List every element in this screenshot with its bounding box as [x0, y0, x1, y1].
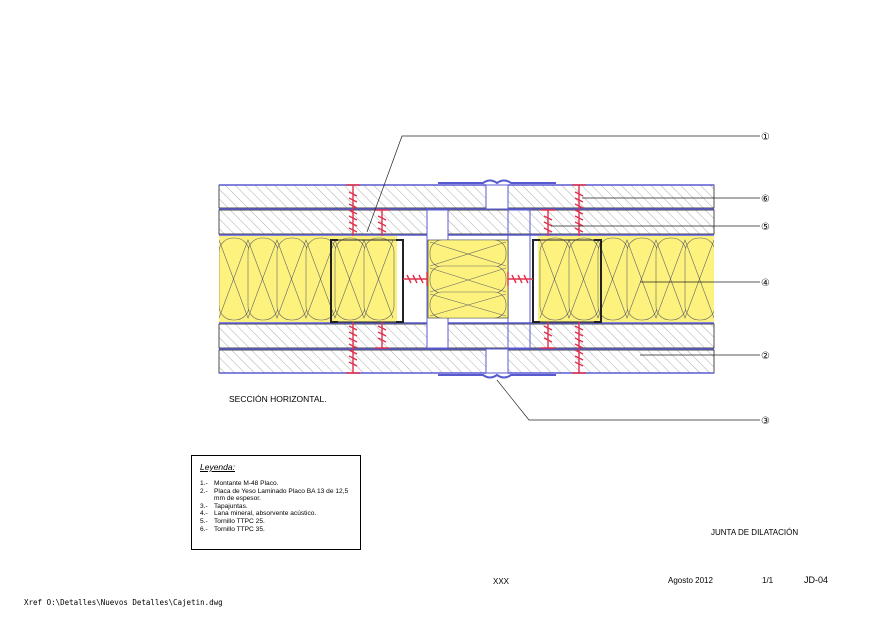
stud-right — [532, 239, 602, 323]
board-inner-top-left — [218, 209, 428, 235]
legend-item: 6.-Tornillo TTPC 35. — [200, 525, 265, 533]
title-block-sheet: 1/1 — [762, 576, 774, 585]
legend-box: Leyenda: 1.-Montante M-48 Placo. 2.-Plac… — [191, 455, 361, 550]
callout-1: ① — [761, 132, 770, 143]
board-inner-bottom-left — [218, 323, 428, 349]
legend-item: 4.-Lana mineral, absorvente acústico. — [200, 510, 317, 518]
gypsum-boards — [218, 184, 715, 374]
insulation-left — [219, 236, 397, 322]
callout-5: ⑤ — [761, 222, 770, 233]
xref-path: Xref O:\Detalles\Nuevos Detalles\Cajetin… — [24, 598, 223, 607]
board-outer-bottom-right — [507, 349, 715, 374]
board-outer-top-right — [507, 184, 715, 209]
legend-item: 1.-Montante M-48 Placo. — [200, 480, 279, 487]
title-block-code: JD-04 — [804, 575, 829, 585]
callout-2: ② — [761, 351, 770, 362]
legend-item: 5.-Tornillo TTPC 25. — [200, 517, 265, 525]
title-block-date: Agosto 2012 — [668, 576, 713, 585]
callout-6: ⑥ — [761, 194, 770, 205]
leader-lines — [366, 135, 760, 421]
stud-left — [330, 239, 404, 323]
insulation-joint — [427, 239, 509, 319]
insulation-right — [538, 236, 714, 322]
legend-title: Leyenda: — [200, 462, 235, 472]
section-title: SECCIÓN HORIZONTAL. — [229, 394, 327, 404]
detail-title: JUNTA DE DILATACIÓN — [711, 528, 799, 537]
callout-4: ④ — [761, 278, 770, 289]
board-inner-bottom-right — [447, 323, 715, 349]
joint-cover-strips — [438, 179, 556, 379]
board-face-lines — [219, 184, 714, 374]
screws — [346, 184, 586, 374]
callouts: ① ⑥ ⑤ ④ ② ③ — [761, 132, 770, 427]
title-block-author: XXX — [493, 577, 510, 586]
legend-item: 2.-Placa de Yeso Laminado Placo BA 13 de… — [200, 487, 349, 503]
callout-3: ③ — [761, 416, 770, 427]
legend-item: 3.-Tapajuntas. — [200, 502, 248, 510]
